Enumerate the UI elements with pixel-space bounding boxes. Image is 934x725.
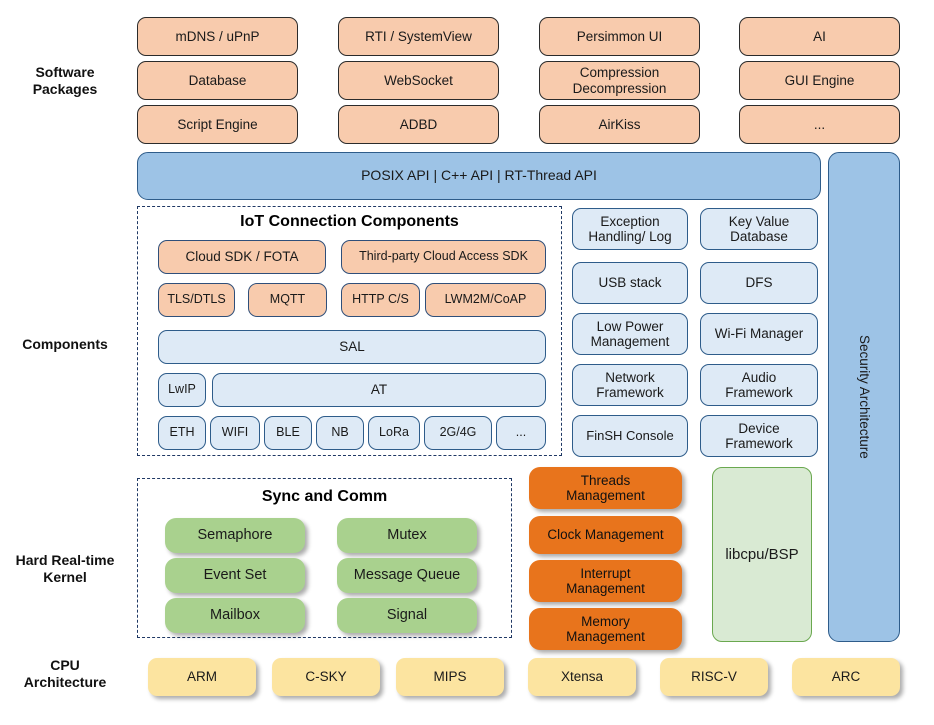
iot-connection-components-group: [137, 206, 562, 456]
package-script-engine[interactable]: Script Engine: [137, 105, 298, 144]
row-label-cpu-line1: CPU: [50, 657, 80, 673]
kernel-semaphore[interactable]: Semaphore: [165, 518, 305, 553]
security-architecture-label: Security Architecture: [856, 335, 872, 459]
iot-sal[interactable]: SAL: [158, 330, 546, 364]
component-key-value-database[interactable]: Key Value Database: [700, 208, 818, 250]
row-label-kernel: Hard Real-time Kernel: [0, 552, 130, 586]
iot-third-party-cloud-access-sdk[interactable]: Third-party Cloud Access SDK: [341, 240, 546, 274]
kernel-signal[interactable]: Signal: [337, 598, 477, 633]
sync-and-comm-title: Sync and Comm: [261, 488, 388, 505]
component-device-framework[interactable]: Device Framework: [700, 415, 818, 457]
kernel-clock-management[interactable]: Clock Management: [529, 516, 682, 554]
cpu-c-sky[interactable]: C-SKY: [272, 658, 380, 696]
kernel-interrupt-management[interactable]: Interrupt Management: [529, 560, 682, 602]
package-websocket[interactable]: WebSocket: [338, 61, 499, 100]
iot-lwip[interactable]: LwIP: [158, 373, 206, 407]
row-label-cpu-architecture: CPU Architecture: [0, 657, 130, 691]
package-adbd[interactable]: ADBD: [338, 105, 499, 144]
package-airkiss[interactable]: AirKiss: [539, 105, 700, 144]
kernel-mutex[interactable]: Mutex: [337, 518, 477, 553]
security-architecture-bar[interactable]: Security Architecture: [828, 152, 900, 642]
package-more[interactable]: ...: [739, 105, 900, 144]
row-label-software-packages-line2: Packages: [32, 81, 98, 97]
package-compression-decompression[interactable]: Compression Decompression: [539, 61, 700, 100]
package-rti-systemview[interactable]: RTI / SystemView: [338, 17, 499, 56]
iot-at[interactable]: AT: [212, 373, 546, 407]
iot-2g-4g[interactable]: 2G/4G: [424, 416, 492, 450]
row-label-kernel-line2: Kernel: [43, 569, 87, 585]
package-database[interactable]: Database: [137, 61, 298, 100]
iot-mqtt[interactable]: MQTT: [248, 283, 327, 317]
component-usb-stack[interactable]: USB stack: [572, 262, 688, 304]
component-exception-handling-log[interactable]: Exception Handling/ Log: [572, 208, 688, 250]
iot-lora[interactable]: LoRa: [368, 416, 420, 450]
iot-wifi[interactable]: WIFI: [210, 416, 260, 450]
kernel-threads-management[interactable]: Threads Management: [529, 467, 682, 509]
row-label-components: Components: [0, 336, 130, 353]
row-label-components-text: Components: [22, 336, 108, 352]
cpu-xtensa[interactable]: Xtensa: [528, 658, 636, 696]
kernel-message-queue[interactable]: Message Queue: [337, 558, 477, 593]
iot-nb[interactable]: NB: [316, 416, 364, 450]
row-label-kernel-line1: Hard Real-time: [15, 552, 115, 568]
iot-eth[interactable]: ETH: [158, 416, 206, 450]
iot-ble[interactable]: BLE: [264, 416, 312, 450]
cpu-arm[interactable]: ARM: [148, 658, 256, 696]
iot-cloud-sdk-fota[interactable]: Cloud SDK / FOTA: [158, 240, 326, 274]
row-label-software-packages: Software Packages: [0, 64, 130, 98]
component-dfs[interactable]: DFS: [700, 262, 818, 304]
cpu-arc[interactable]: ARC: [792, 658, 900, 696]
iot-http-cs[interactable]: HTTP C/S: [341, 283, 420, 317]
kernel-event-set[interactable]: Event Set: [165, 558, 305, 593]
iot-connection-components-title: IoT Connection Components: [240, 213, 459, 230]
component-low-power-management[interactable]: Low Power Management: [572, 313, 688, 355]
libcpu-bsp[interactable]: libcpu/BSP: [712, 467, 812, 642]
sync-and-comm-group: [137, 478, 512, 638]
row-label-software-packages-line1: Software: [35, 64, 95, 80]
kernel-mailbox[interactable]: Mailbox: [165, 598, 305, 633]
iot-tls-dtls[interactable]: TLS/DTLS: [158, 283, 235, 317]
component-network-framework[interactable]: Network Framework: [572, 364, 688, 406]
cpu-risc-v[interactable]: RISC-V: [660, 658, 768, 696]
package-persimmon-ui[interactable]: Persimmon UI: [539, 17, 700, 56]
component-wifi-manager[interactable]: Wi-Fi Manager: [700, 313, 818, 355]
iot-lwm2m-coap[interactable]: LWM2M/CoAP: [425, 283, 546, 317]
row-label-cpu-line2: Architecture: [23, 674, 107, 690]
component-finsh-console[interactable]: FinSH Console: [572, 415, 688, 457]
package-gui-engine[interactable]: GUI Engine: [739, 61, 900, 100]
api-bar[interactable]: POSIX API | C++ API | RT-Thread API: [137, 152, 821, 200]
cpu-mips[interactable]: MIPS: [396, 658, 504, 696]
component-audio-framework[interactable]: Audio Framework: [700, 364, 818, 406]
package-ai[interactable]: AI: [739, 17, 900, 56]
iot-more[interactable]: ...: [496, 416, 546, 450]
kernel-memory-management[interactable]: Memory Management: [529, 608, 682, 650]
package-mdns-upnp[interactable]: mDNS / uPnP: [137, 17, 298, 56]
